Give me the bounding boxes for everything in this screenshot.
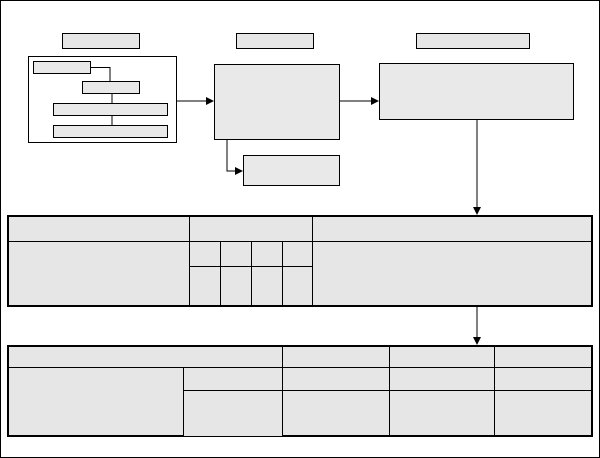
arrow-to-subprocess xyxy=(226,140,243,175)
table-2-row-label xyxy=(8,367,184,436)
stage-header-1 xyxy=(62,33,140,49)
tree-node-1 xyxy=(33,61,91,74)
tree-node-3 xyxy=(53,103,168,116)
process-box xyxy=(214,64,340,140)
table-2-cell xyxy=(494,390,592,436)
tree-node-4 xyxy=(53,125,168,138)
tree-group xyxy=(28,56,177,143)
table-1 xyxy=(7,215,593,307)
tree-node-2 xyxy=(82,81,140,94)
sub-process-box xyxy=(243,155,340,186)
output-box xyxy=(379,63,574,120)
stage-header-3 xyxy=(416,33,530,49)
table-2 xyxy=(7,345,593,437)
table-1-right-cell xyxy=(312,241,592,306)
tree-connector xyxy=(91,67,111,81)
stage-header-2 xyxy=(236,33,314,49)
